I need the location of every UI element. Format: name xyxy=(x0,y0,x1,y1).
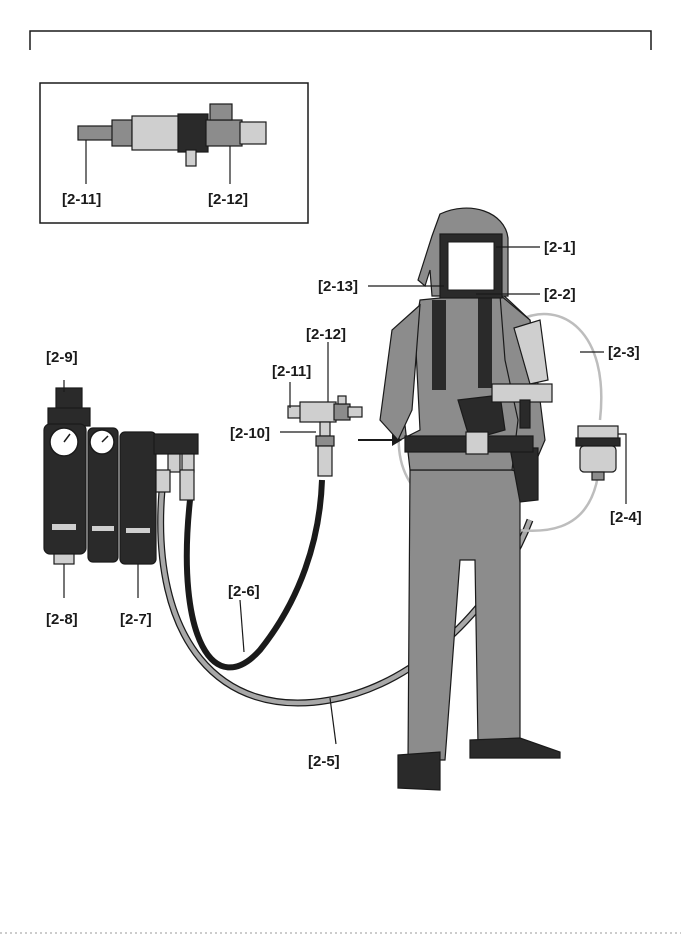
label-2-2: [2-2] xyxy=(544,286,576,303)
label-2-9: [2-9] xyxy=(46,349,78,366)
label-2-3: [2-3] xyxy=(608,344,640,361)
label-2-1: [2-1] xyxy=(544,239,576,256)
inset-label-2-12: [2-12] xyxy=(208,191,248,208)
filter-unit xyxy=(44,380,198,598)
breathing-air-hose xyxy=(187,480,322,667)
label-2-12: [2-12] xyxy=(306,326,346,343)
label-2-6: [2-6] xyxy=(228,583,260,600)
inset-detail: [2-11] [2-12] xyxy=(40,83,308,223)
label-2-7: [2-7] xyxy=(120,611,152,628)
wearer-figure xyxy=(380,208,620,790)
label-2-8: [2-8] xyxy=(46,611,78,628)
inset-label-2-11: [2-11] xyxy=(62,191,101,208)
label-2-4: [2-4] xyxy=(610,509,642,526)
label-2-11: [2-11] xyxy=(272,363,311,380)
header-frame xyxy=(30,31,651,50)
label-2-5: [2-5] xyxy=(308,753,340,770)
label-2-10: [2-10] xyxy=(230,425,270,442)
label-2-13: [2-13] xyxy=(318,278,358,295)
